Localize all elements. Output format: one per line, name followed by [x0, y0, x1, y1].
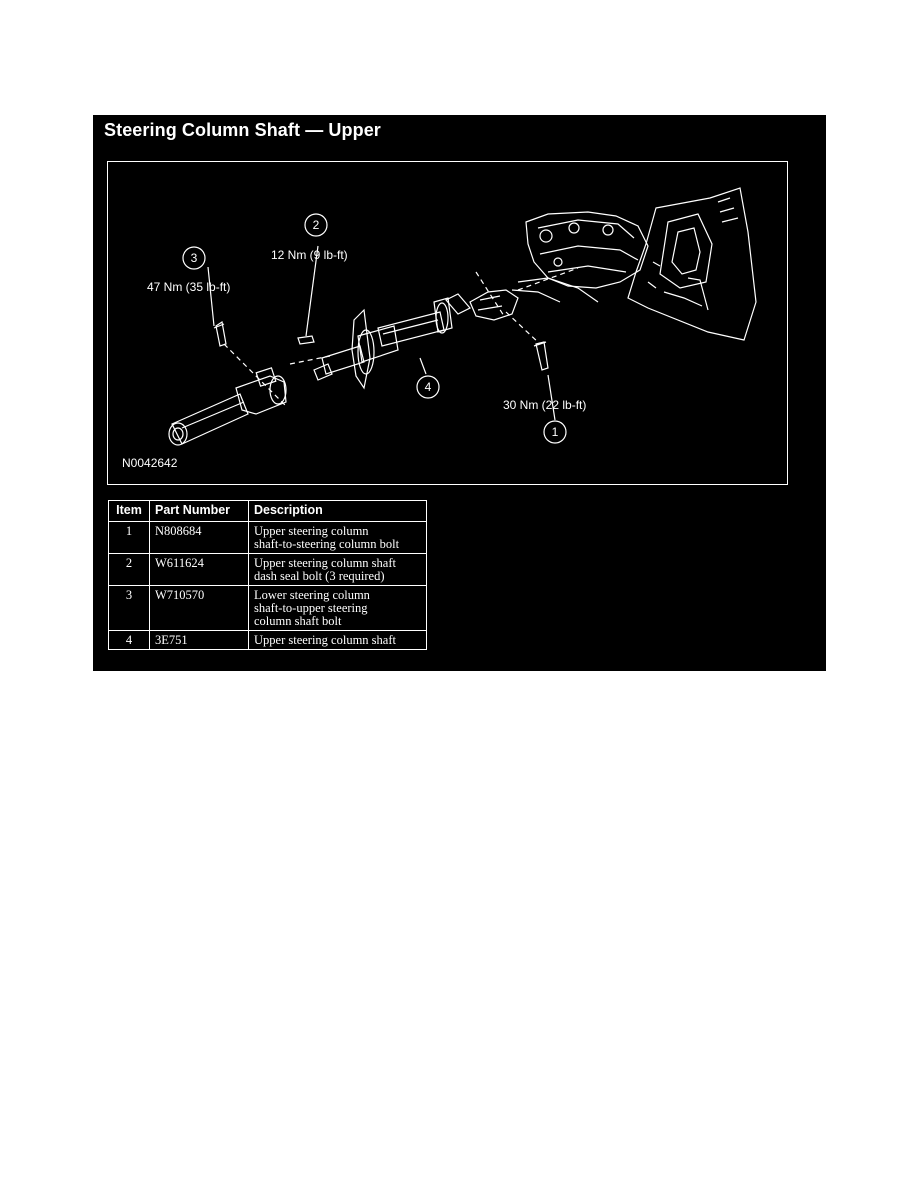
item-cell: 3 — [108, 585, 150, 631]
torque-label-3: 47 Nm (35 lb-ft) — [147, 280, 230, 294]
description-line: Upper steering column shaft — [254, 633, 396, 647]
callout-number-3: 3 — [191, 251, 198, 265]
header-item: Item — [108, 500, 150, 522]
dash-seal-illustration — [313, 308, 399, 390]
table-header-row: Item Part Number Description — [108, 500, 427, 522]
upper-shaft-illustration — [377, 289, 519, 347]
dash-panel-illustration — [627, 187, 757, 341]
header-part-number: Part Number — [149, 500, 249, 522]
callout-circle-2 — [304, 213, 328, 237]
description-line: dash seal bolt (3 required) — [254, 569, 385, 583]
table-row: 1 N808684 Upper steering column shaft-to… — [108, 521, 427, 554]
torque-label-1: 30 Nm (22 lb-ft) — [503, 398, 586, 412]
callout-number-1: 1 — [552, 425, 559, 439]
description-cell: Upper steering column shaft-to-steering … — [248, 521, 427, 554]
part-number-cell: W710570 — [149, 585, 249, 631]
torque-label-2: 12 Nm (9 lb-ft) — [271, 248, 348, 262]
callout-circle-1 — [543, 420, 567, 444]
parts-table: Item Part Number Description 1 N808684 U… — [108, 500, 427, 650]
column-bracket-illustration — [511, 211, 649, 303]
callout-circle-4 — [416, 375, 440, 399]
callout-number-4: 4 — [425, 380, 432, 394]
steering-shaft-diagram: 3 2 4 1 47 Nm (35 lb-ft) 12 Nm (9 lb-ft)… — [122, 187, 757, 470]
figure-id: N0042642 — [122, 456, 178, 470]
description-cell: Lower steering column shaft-to-upper ste… — [248, 585, 427, 631]
figure-title: Steering Column Shaft — Upper — [104, 120, 381, 140]
table-row: 2 W611624 Upper steering column shaft da… — [108, 553, 427, 586]
header-description: Description — [248, 500, 427, 522]
description-line: Upper steering column shaft — [254, 556, 396, 570]
part-number-cell: 3E751 — [149, 630, 249, 650]
description-line: Lower steering column — [254, 588, 370, 602]
description-cell: Upper steering column shaft — [248, 630, 427, 650]
diagram-frame: 3 2 4 1 47 Nm (35 lb-ft) 12 Nm (9 lb-ft)… — [107, 161, 788, 485]
lower-shaft-illustration — [168, 367, 287, 446]
service-figure: Steering Column Shaft — Upper — [93, 115, 826, 671]
description-cell: Upper steering column shaft dash seal bo… — [248, 553, 427, 586]
table-row: 4 3E751 Upper steering column shaft — [108, 630, 427, 650]
item-cell: 2 — [108, 553, 150, 586]
description-line: Upper steering column — [254, 524, 369, 538]
description-line: shaft-to-steering column bolt — [254, 537, 400, 551]
callout-number-2: 2 — [313, 218, 320, 232]
centerlines — [223, 267, 579, 407]
leader-lines — [207, 245, 556, 421]
part-number-cell: N808684 — [149, 521, 249, 554]
table-row: 3 W710570 Lower steering column shaft-to… — [108, 585, 427, 631]
description-line: column shaft bolt — [254, 614, 342, 628]
part-number-cell: W611624 — [149, 553, 249, 586]
bolt-illustrations — [213, 320, 549, 371]
callout-circle-3 — [182, 246, 206, 270]
description-line: shaft-to-upper steering — [254, 601, 368, 615]
item-cell: 1 — [108, 521, 150, 554]
item-cell: 4 — [108, 630, 150, 650]
